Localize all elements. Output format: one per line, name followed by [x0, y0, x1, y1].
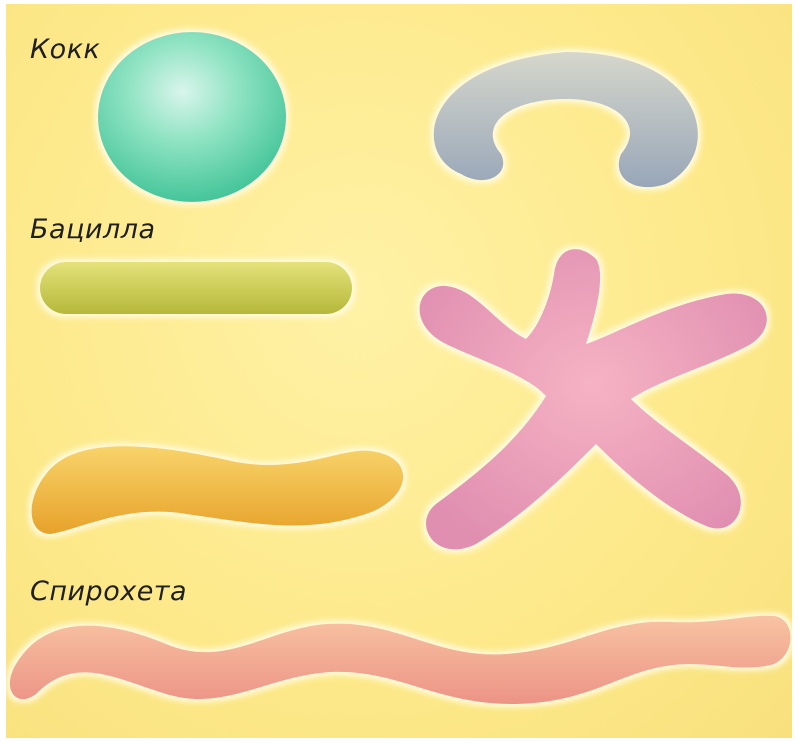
label-spirochete: Спирохета [30, 576, 187, 607]
curved-rod [32, 446, 404, 534]
ring-shape [434, 52, 698, 187]
bacteria-illustration: Кокк Бацилла Спирохета [6, 4, 792, 738]
label-bacillus: Бацилла [30, 214, 156, 245]
star-shape [420, 249, 767, 549]
spirochete-wave [10, 616, 791, 704]
label-coccus: Кокк [30, 34, 100, 65]
bacteria-shapes [6, 4, 792, 738]
coccus-sphere [98, 32, 286, 202]
bacillus-rod [40, 262, 352, 314]
